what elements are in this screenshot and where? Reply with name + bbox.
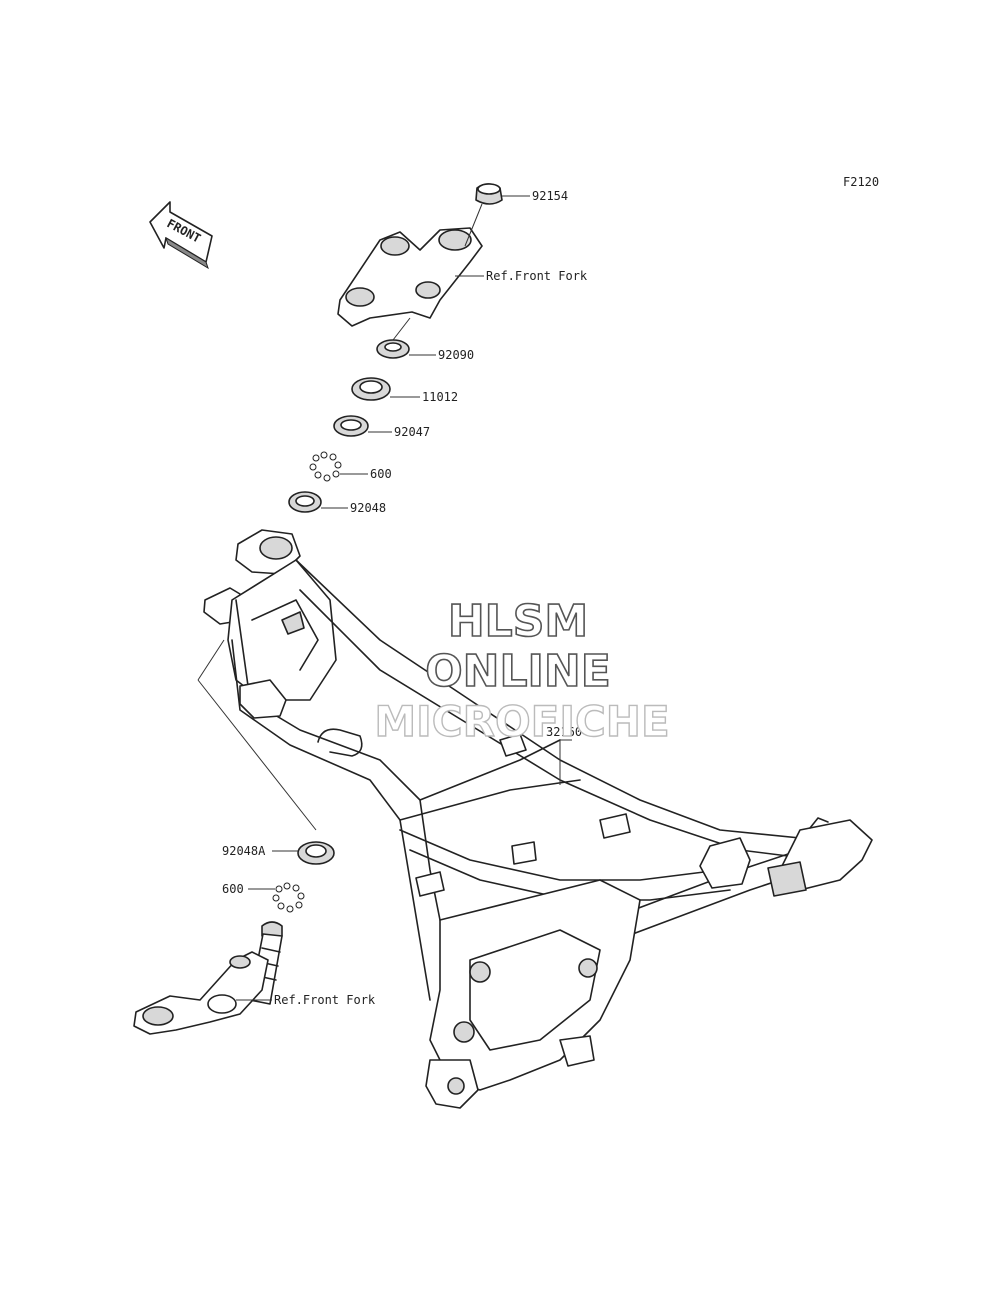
callout-92154: 92154 <box>532 189 568 203</box>
callout-92047: 92047 <box>394 425 430 439</box>
callout-92048: 92048 <box>350 501 386 515</box>
callout-92090: 92090 <box>438 348 474 362</box>
part-11012-cap <box>351 377 391 401</box>
part-92048a-race <box>297 841 335 865</box>
watermark-line-2: ONLINE <box>425 646 611 697</box>
upper-triple-clamp <box>337 227 483 327</box>
callout-11012: 11012 <box>422 390 458 404</box>
part-600-balls-upper <box>309 451 342 482</box>
callout-92048a: 92048A <box>222 844 266 858</box>
watermark-line-1: HLSM <box>448 596 588 647</box>
part-92154-nut <box>475 183 503 205</box>
frame-32160 <box>203 529 873 1109</box>
callout-ref-front-fork-lower: Ref.Front Fork <box>274 993 376 1007</box>
callout-32160: 32160 <box>546 725 582 739</box>
watermark: HLSM ONLINE MICROFICHE <box>374 595 671 747</box>
figure-code: F2120 <box>843 175 879 189</box>
callout-600-upper: 600 <box>370 467 392 481</box>
part-600-balls-lower <box>272 882 305 913</box>
part-92047-race <box>333 415 369 437</box>
part-92090-washer <box>376 339 410 359</box>
callout-600-lower: 600 <box>222 882 244 896</box>
watermark-line-3: MICROFICHE <box>374 697 669 746</box>
part-92048-race <box>288 491 322 513</box>
lower-triple-clamp-stem <box>133 921 283 1035</box>
front-direction-arrow-icon: FRONT <box>149 201 213 270</box>
callout-ref-front-fork-upper: Ref.Front Fork <box>486 269 588 283</box>
